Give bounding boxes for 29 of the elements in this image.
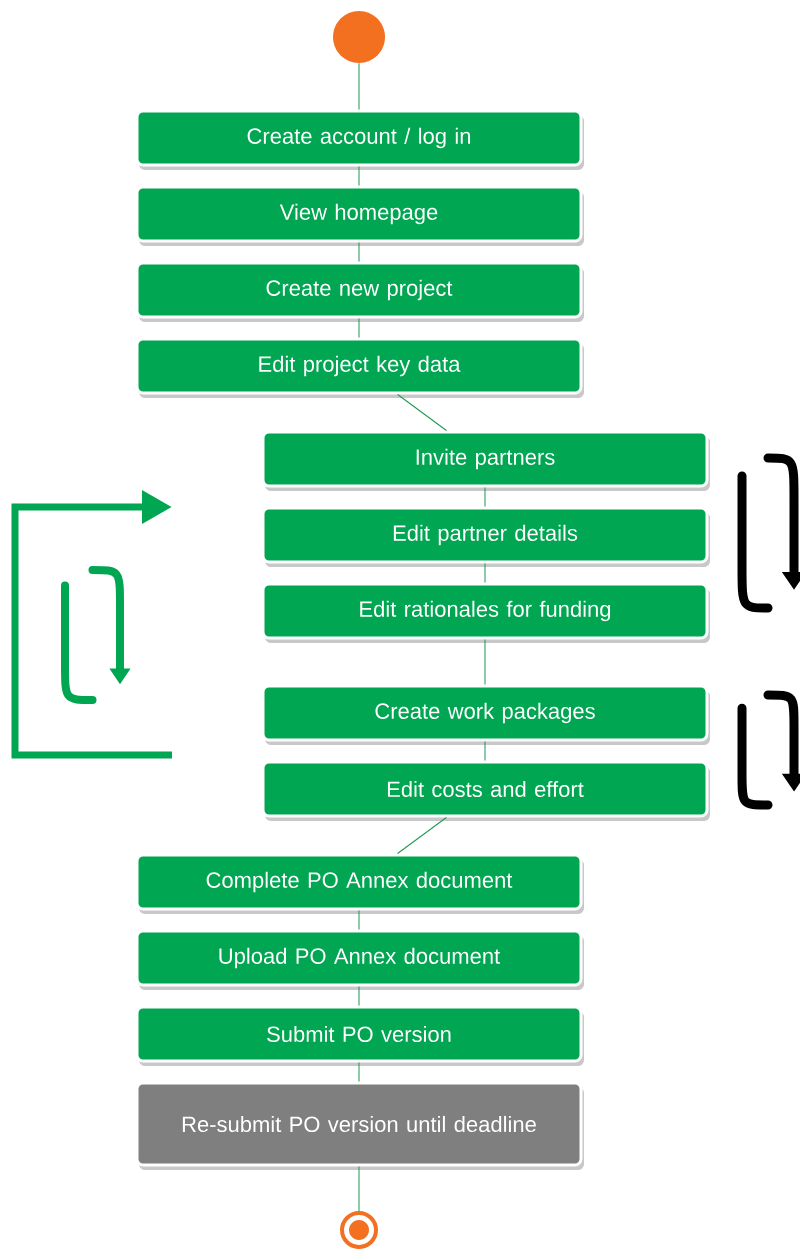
process-box: Upload PO Annex document <box>135 929 584 990</box>
process-box: Submit PO version <box>135 1005 584 1066</box>
connector-line <box>358 62 360 110</box>
connector-line <box>397 394 447 431</box>
connector-line <box>358 1062 360 1082</box>
connector-line <box>358 986 360 1006</box>
process-box: View homepage <box>135 185 584 246</box>
connector-line <box>358 1166 360 1212</box>
process-box: Invite partners <box>261 430 710 491</box>
process-box: Create work packages <box>261 684 710 745</box>
connector-line <box>358 318 360 338</box>
process-box: Create account / log in <box>135 109 584 170</box>
process-box: Edit project key data <box>135 337 584 398</box>
process-box: Create new project <box>135 261 584 322</box>
connector-line <box>358 166 360 186</box>
connector-line <box>358 242 360 262</box>
connector-line <box>484 639 486 685</box>
process-box: Edit costs and effort <box>261 760 710 821</box>
process-box: Complete PO Annex document <box>135 853 584 914</box>
connector-line <box>397 817 447 854</box>
process-box: Re-submit PO version until deadline <box>135 1081 584 1170</box>
connector-line <box>484 487 486 507</box>
process-box: Edit partner details <box>261 506 710 567</box>
connector-line <box>484 741 486 761</box>
start-node <box>333 11 385 63</box>
connector-line <box>358 910 360 930</box>
connector-line <box>484 563 486 583</box>
process-box: Edit rationales for funding <box>261 582 710 643</box>
end-node <box>340 1211 378 1249</box>
